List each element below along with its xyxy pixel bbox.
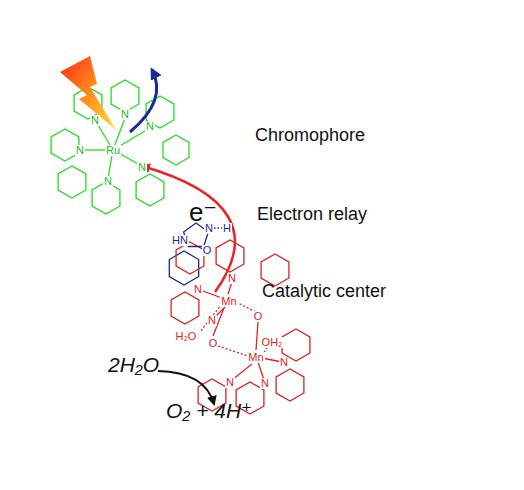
- aromatic-ring: [169, 251, 198, 285]
- aromatic-ring: [111, 80, 139, 112]
- aromatic-ring: [58, 166, 86, 198]
- electron-label: e⁻: [189, 199, 217, 225]
- atom-label: HN: [171, 235, 189, 246]
- product-label: O₂ + 4H⁺: [166, 400, 252, 421]
- bonds: [82, 118, 282, 380]
- atom-label: N: [227, 273, 237, 284]
- atom-label: N: [120, 109, 130, 120]
- atom-label: N: [137, 162, 147, 173]
- component-label: Chromophore: [255, 126, 365, 144]
- atom-label: N: [90, 115, 100, 126]
- atom-label: OH₂: [261, 337, 284, 348]
- atom-label: Ru: [105, 145, 121, 156]
- atom-label: O: [253, 311, 264, 322]
- atom-label: O: [202, 245, 213, 256]
- reactant-label: 2H₂O: [108, 354, 159, 375]
- atom-label: N: [260, 378, 270, 389]
- component-label: Electron relay: [257, 205, 367, 223]
- aromatic-ring: [163, 135, 189, 165]
- atom-label: N: [75, 145, 85, 156]
- aromatic-ring: [136, 174, 164, 206]
- emission-arrow: [130, 70, 157, 132]
- electron-arrow: [142, 166, 235, 292]
- atom-label: Mn: [220, 296, 237, 307]
- aromatic-ring: [276, 369, 304, 401]
- atom-label: N: [279, 357, 289, 368]
- atom-label: N: [193, 284, 203, 295]
- atom-label: O: [208, 338, 219, 349]
- atom-label: H: [222, 223, 232, 234]
- atom-label: H₂O: [175, 331, 198, 342]
- aromatic-ring: [92, 182, 120, 214]
- light-bolt: [60, 56, 116, 130]
- component-label: Catalytic center: [262, 282, 386, 300]
- aromatic-ring: [171, 292, 199, 324]
- atom-label: N: [225, 377, 235, 388]
- atom-label: N: [145, 121, 155, 132]
- atom-label: N: [207, 315, 217, 326]
- atom-label: N: [204, 223, 214, 234]
- atom-label: Mn: [247, 352, 264, 363]
- atom-label: N: [103, 176, 113, 187]
